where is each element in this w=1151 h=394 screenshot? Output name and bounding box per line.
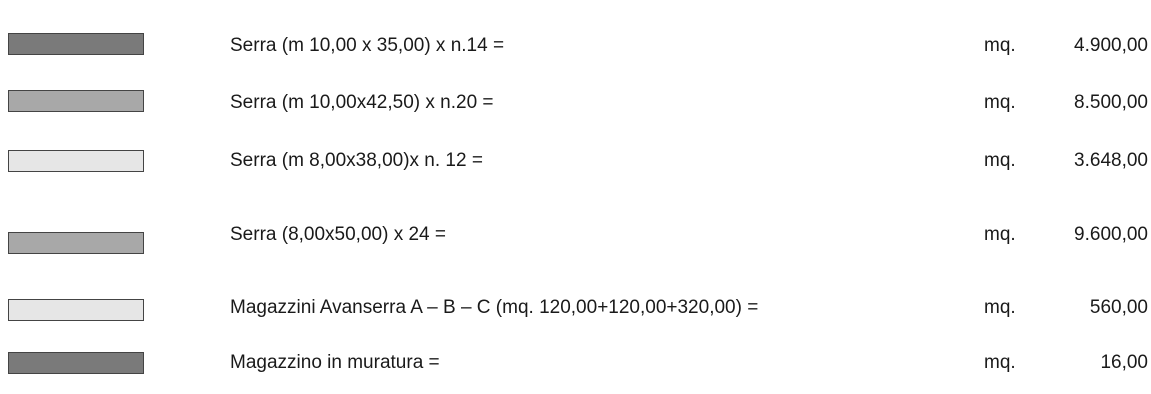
row-unit: mq. (984, 92, 1016, 113)
row-amount: 8.500,00 (1074, 92, 1148, 113)
row-description: Serra (m 8,00x38,00)x n. 12 = (230, 150, 483, 171)
legend-row: Magazzino in muratura = mq. 16,00 (0, 352, 1151, 394)
row-description: Serra (8,00x50,00) x 24 = (230, 224, 446, 245)
color-swatch (8, 352, 144, 374)
row-unit: mq. (984, 352, 1016, 373)
color-swatch (8, 33, 144, 55)
legend-row: Magazzini Avanserra A – B – C (mq. 120,0… (0, 297, 1151, 329)
color-swatch (8, 299, 144, 321)
row-unit: mq. (984, 150, 1016, 171)
legend-row: Serra (m 8,00x38,00)x n. 12 = mq. 3.648,… (0, 148, 1151, 178)
color-swatch (8, 90, 144, 112)
row-amount: 16,00 (1100, 352, 1148, 373)
color-swatch (8, 232, 144, 254)
row-amount: 4.900,00 (1074, 35, 1148, 56)
legend-row: Serra (8,00x50,00) x 24 = mq. 9.600,00 (0, 224, 1151, 258)
row-unit: mq. (984, 297, 1016, 318)
color-swatch (8, 150, 144, 172)
legend-row: Serra (m 10,00 x 35,00) x n.14 = mq. 4.9… (0, 33, 1151, 63)
row-amount: 560,00 (1089, 297, 1148, 318)
row-amount: 9.600,00 (1074, 224, 1148, 245)
row-amount: 3.648,00 (1074, 150, 1148, 171)
row-unit: mq. (984, 35, 1016, 56)
row-description: Serra (m 10,00 x 35,00) x n.14 = (230, 35, 505, 56)
row-description: Serra (m 10,00x42,50) x n.20 = (230, 92, 494, 113)
row-unit: mq. (984, 224, 1016, 245)
legend-row: Serra (m 10,00x42,50) x n.20 = mq. 8.500… (0, 90, 1151, 120)
row-description: Magazzini Avanserra A – B – C (mq. 120,0… (230, 297, 759, 318)
row-description: Magazzino in muratura = (230, 352, 440, 373)
